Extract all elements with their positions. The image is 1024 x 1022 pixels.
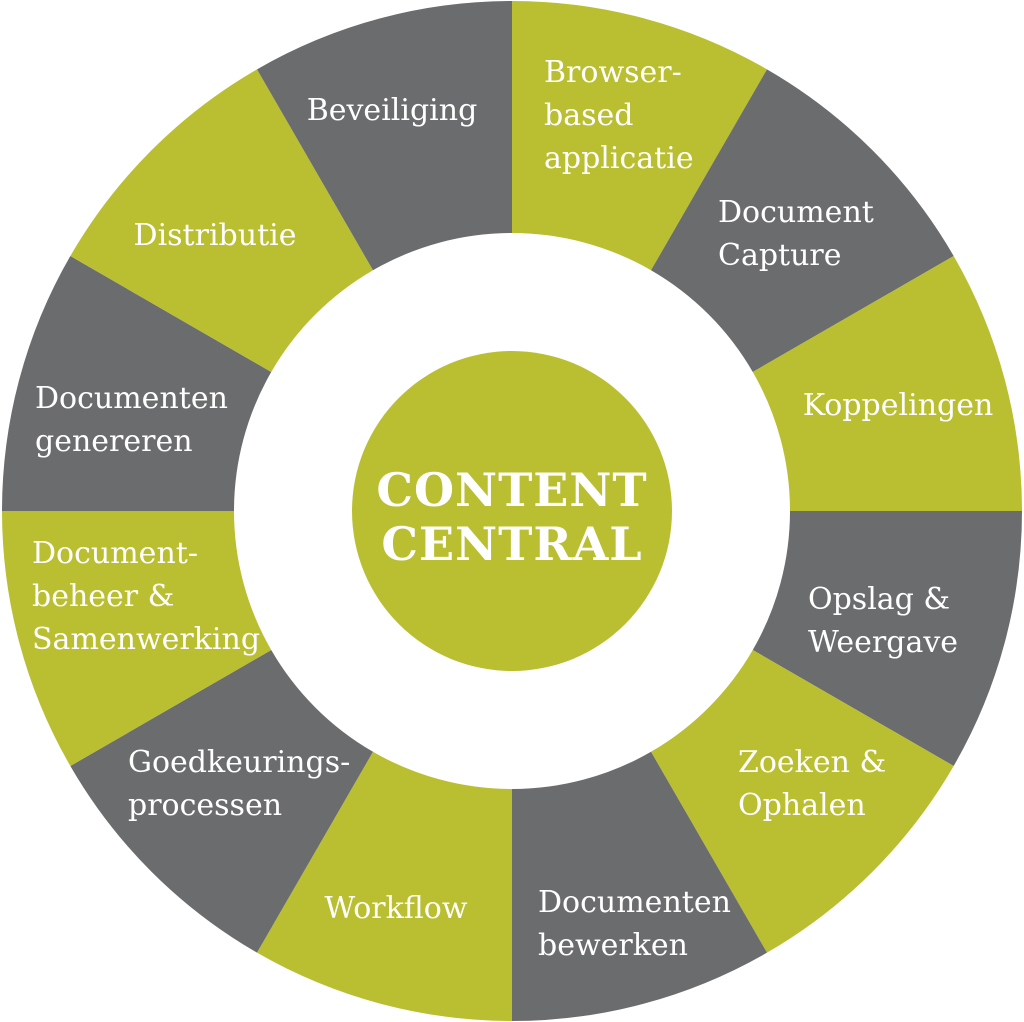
segment-label-line: Opslag &: [808, 582, 950, 617]
segment-label-documenten-genereren: Documenten genereren: [35, 381, 228, 459]
segment-label-workflow: Workflow: [324, 891, 467, 926]
segment-label-goedkeuringsprocessen: Goedkeurings-processen: [128, 745, 350, 823]
segment-label-line: genereren: [35, 424, 193, 459]
segment-distributie: [70, 69, 374, 373]
center-hub: CONTENT CENTRAL: [352, 351, 672, 671]
segment-label-distributie: Distributie: [134, 218, 297, 253]
segment-browser-based-applicatie: [512, 1, 767, 271]
segment-workflow: [257, 751, 512, 1021]
segment-label-line: based: [544, 98, 633, 133]
segment-label-line: Distributie: [134, 218, 297, 253]
segment-label-line: beheer &: [32, 579, 174, 614]
segment-label-line: Capture: [718, 238, 842, 273]
segment-documentbeheer-samenwerking: [2, 511, 272, 766]
segment-label-line: Weergave: [808, 625, 958, 660]
segment-opslag-weergave: [752, 511, 1022, 766]
center-title-line-2: CENTRAL: [381, 517, 642, 571]
segment-label-documentbeheer-samenwerking: Document-beheer & Samenwerking: [32, 536, 260, 657]
segment-label-line: Document: [718, 195, 874, 230]
segment-zoeken-ophalen: [651, 650, 954, 953]
segment-label-beveiliging: Beveiliging: [307, 93, 478, 128]
segment-documenten-genereren: [2, 256, 272, 511]
segment-document-capture: [651, 69, 954, 373]
segment-label-line: Browser-: [544, 55, 682, 90]
center-circle: [352, 351, 672, 671]
segment-documenten-bewerken: [512, 751, 767, 1021]
center-title-line-1: CONTENT: [376, 463, 647, 517]
segment-label-line: Document-: [32, 536, 198, 571]
segment-label-opslag-weergave: Opslag & Weergave: [808, 582, 958, 660]
segment-label-line: applicatie: [544, 141, 694, 176]
segment-label-line: Zoeken &: [738, 745, 886, 780]
segment-label-zoeken-ophalen: Zoeken & Ophalen: [738, 745, 886, 823]
segment-label-line: Documenten: [538, 885, 731, 920]
segment-label-line: Samenwerking: [32, 622, 260, 657]
segment-label-browser-based-applicatie: Browser-based applicatie: [544, 55, 694, 176]
segment-label-line: processen: [128, 788, 282, 823]
segment-label-line: bewerken: [538, 928, 688, 963]
segment-goedkeuringsprocessen: [70, 650, 374, 953]
segment-label-koppelingen: Koppelingen: [803, 388, 994, 423]
segment-beveiliging: [257, 1, 512, 271]
segment-label-line: Ophalen: [738, 788, 866, 823]
segment-koppelingen: [752, 256, 1022, 511]
segment-label-line: Goedkeurings-: [128, 745, 350, 780]
segment-label-line: Beveiliging: [307, 93, 478, 128]
segment-label-documenten-bewerken: Documenten bewerken: [538, 885, 731, 963]
segment-label-line: Documenten: [35, 381, 228, 416]
segment-label-line: Koppelingen: [803, 388, 994, 423]
segment-label-line: Workflow: [324, 891, 467, 926]
